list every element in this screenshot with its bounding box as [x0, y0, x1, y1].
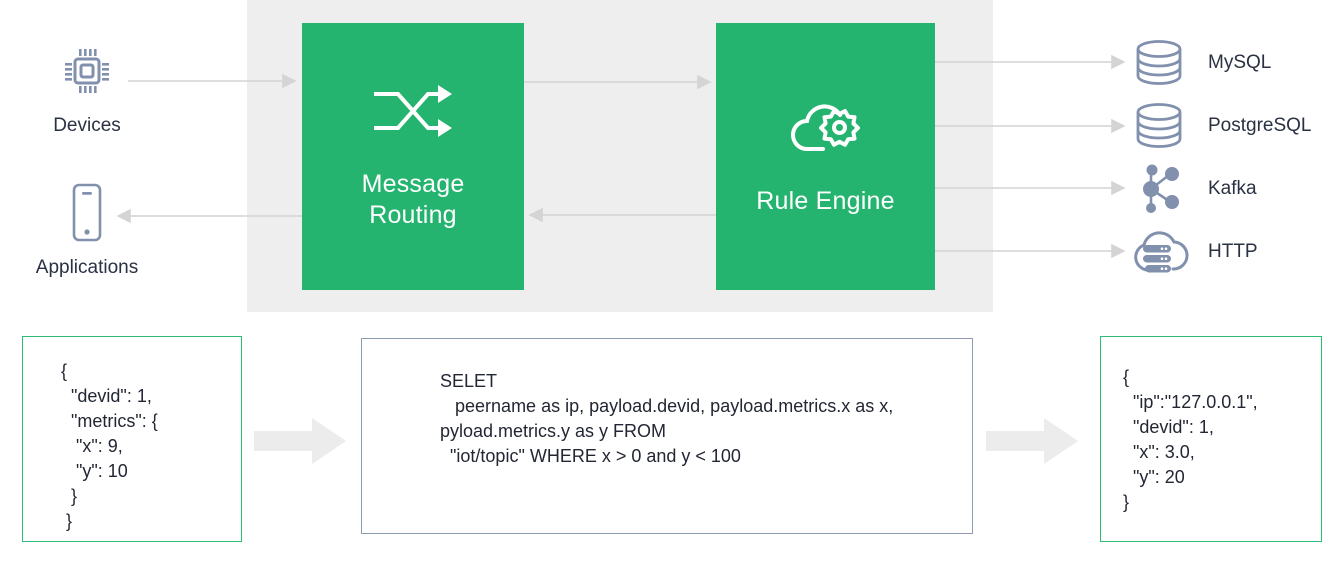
source-applications[interactable]: Applications — [2, 182, 172, 280]
sink-mysql[interactable]: MySQL — [1128, 38, 1271, 88]
routing-title-line2: Routing — [369, 201, 457, 229]
sink-postgresql[interactable]: PostgreSQL — [1128, 101, 1312, 151]
source-devices[interactable]: Devices — [2, 40, 172, 138]
shuffle-arrows-icon — [372, 82, 454, 147]
database-cylinder-icon — [1128, 38, 1190, 88]
routing-title-line1: Message — [361, 170, 465, 198]
sink-mysql-label: MySQL — [1208, 52, 1272, 73]
sink-kafka[interactable]: Kafka — [1128, 163, 1257, 215]
flow-arrow-input-to-sql — [254, 418, 346, 469]
flow-arrow-sql-to-output — [986, 418, 1078, 469]
mobile-phone-icon — [2, 182, 172, 244]
sink-http[interactable]: HTTP — [1128, 226, 1258, 278]
source-applications-label: Applications — [35, 257, 139, 278]
input-payload-panel: { "devid": 1, "metrics": { "x": 9, "y": … — [22, 336, 242, 542]
sql-rule-panel: SELET peername as ip, payload.devid, pay… — [361, 338, 973, 534]
sink-kafka-label: Kafka — [1208, 178, 1257, 199]
sink-postgresql-label: PostgreSQL — [1208, 115, 1312, 136]
process-rule-engine-title: Rule Engine — [756, 186, 895, 215]
node-graph-icon — [1128, 163, 1190, 215]
cloud-gear-icon — [787, 97, 865, 164]
sink-http-label: HTTP — [1208, 241, 1258, 262]
output-payload-panel: { "ip":"127.0.0.1", "devid": 1, "x": 3.0… — [1100, 336, 1322, 542]
database-cylinder-icon — [1128, 101, 1190, 151]
source-devices-label: Devices — [53, 115, 121, 136]
chip-icon — [2, 40, 172, 102]
cloud-server-icon — [1128, 226, 1190, 278]
process-rule-engine[interactable]: Rule Engine — [716, 23, 935, 290]
